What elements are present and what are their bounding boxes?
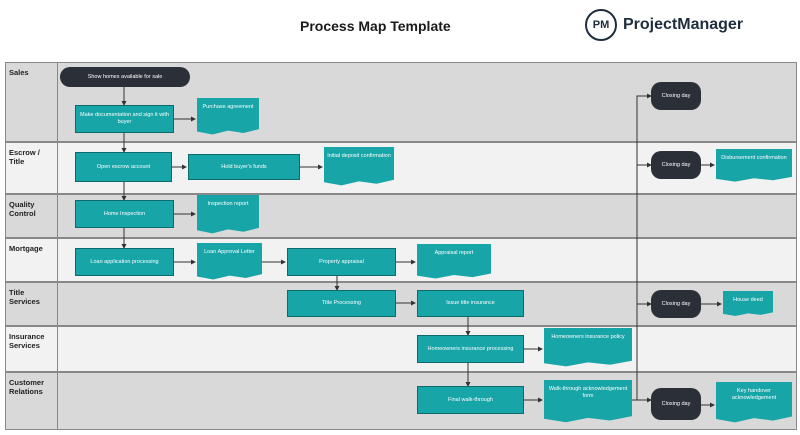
node-property-appraisal: Property appraisal	[287, 248, 396, 276]
node-disbursement: Disbursement confirmation	[716, 149, 792, 182]
node-show-homes: Show homes available for sale	[60, 67, 190, 87]
node-closing-day-title: Closing day	[651, 290, 701, 318]
node-title-processing: Title Processing	[287, 290, 396, 317]
node-initial-deposit: Initial deposit confirmation	[324, 147, 394, 186]
node-hold-funds: Hold buyer's funds	[188, 154, 300, 180]
node-loan-approval: Loan Approval Letter	[197, 243, 262, 280]
page-title: Process Map Template	[300, 18, 451, 34]
lane-label-customer: Customer Relations	[9, 378, 45, 396]
lane-label-mortgage: Mortgage	[9, 244, 43, 253]
pm-logo-icon: PM	[585, 9, 617, 41]
node-house-deed: House deed	[723, 291, 773, 316]
node-appraisal-report: Appraisal report	[417, 244, 491, 279]
node-walkthrough-form: Walk-through acknowledgement form	[544, 380, 632, 423]
node-homeowners-policy: Homeowners insurance policy	[544, 328, 632, 367]
lane-label-title-services: Title Services	[9, 288, 40, 306]
node-final-walkthrough: Final walk-through	[417, 386, 524, 414]
lane-insurance	[5, 326, 797, 372]
node-loan-processing: Loan application processing	[75, 248, 174, 276]
node-closing-day-sales: Closing day	[651, 82, 701, 110]
node-open-escrow: Open escrow account	[75, 152, 172, 182]
node-inspection-report: Inspection report	[197, 195, 259, 234]
node-purchase-agreement: Purchase agreement	[197, 98, 259, 135]
arrow-to-closing-sales	[632, 93, 652, 401]
lane-label-quality: Quality Control	[9, 200, 36, 218]
lane-label-insurance: Insurance Services	[9, 332, 45, 350]
node-closing-day-escrow: Closing day	[651, 151, 701, 179]
node-closing-day-customer: Closing day	[651, 388, 701, 420]
node-home-inspection: Home Inspection	[75, 200, 174, 228]
brand-logo: PM ProjectManager	[585, 8, 743, 42]
node-homeowners-processing: Homeowners insurance processing	[417, 335, 524, 363]
brand-name: ProjectManager	[623, 16, 744, 33]
node-issue-title-insurance: Issue title insurance	[417, 290, 524, 317]
node-key-handover: Key handover acknowledgement	[716, 382, 792, 423]
lane-label-divider	[57, 62, 58, 430]
node-make-documentation: Make documentation and sign it with buye…	[75, 105, 174, 133]
lane-label-sales: Sales	[9, 68, 29, 77]
lane-label-escrow: Escrow / Title	[9, 148, 40, 166]
